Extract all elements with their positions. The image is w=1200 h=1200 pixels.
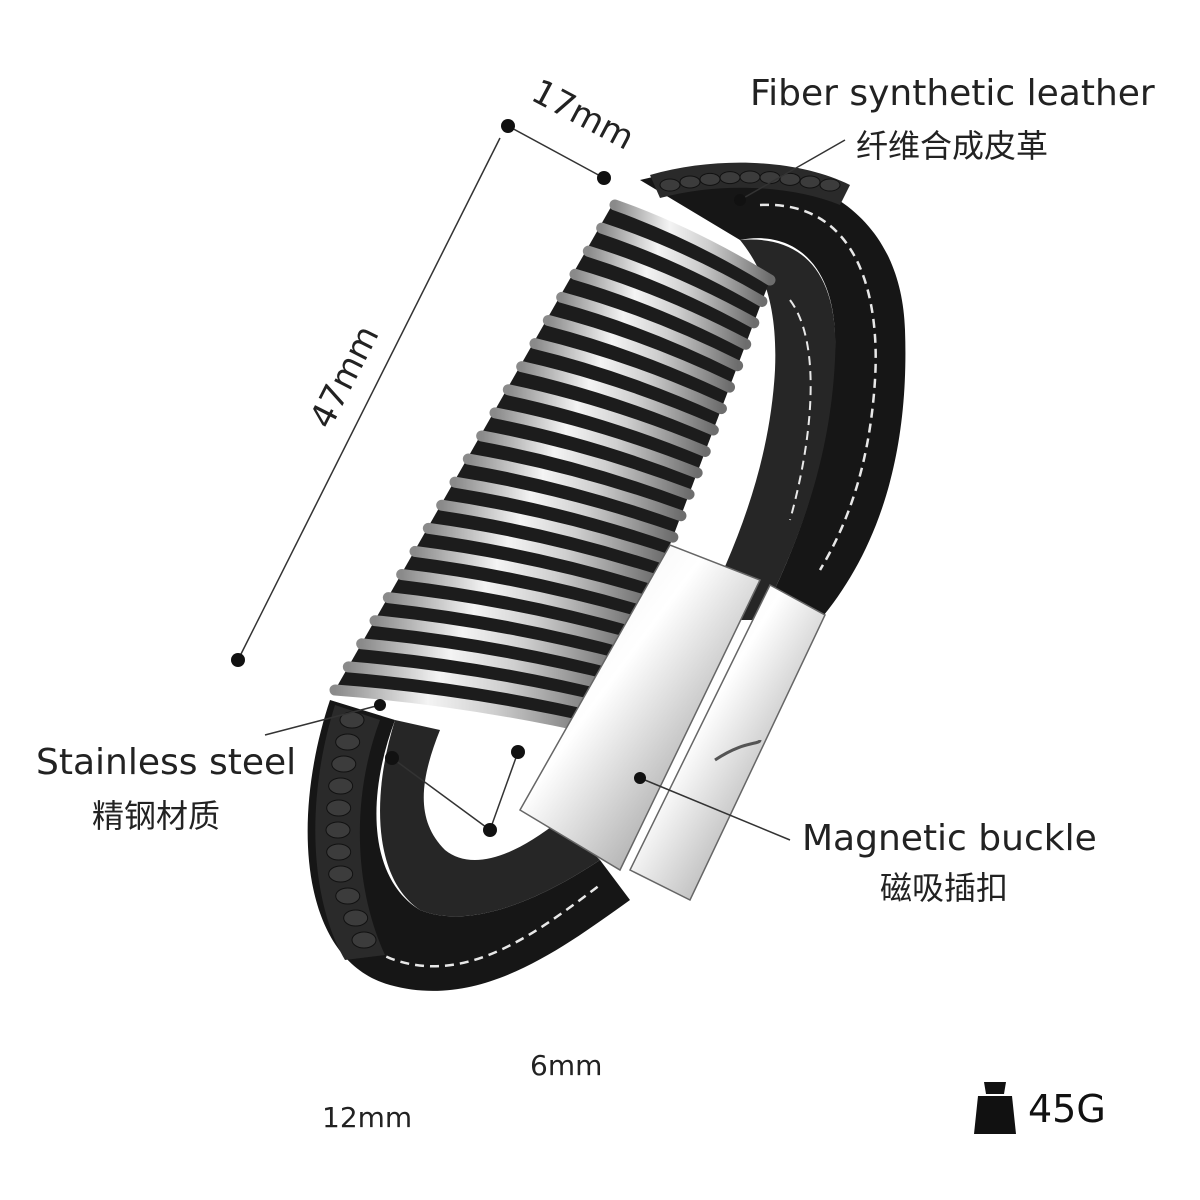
steel-band-strand	[529, 338, 727, 415]
weight-indicator: 45G	[970, 1078, 1150, 1148]
braid-knot	[799, 175, 821, 189]
braid-knot	[819, 178, 841, 192]
leather-band	[640, 169, 906, 620]
dim-band-thickness: 6mm	[530, 1049, 603, 1082]
steel-band-strand	[502, 384, 711, 457]
steel-band-strand	[516, 361, 719, 436]
weight-value: 45G	[1028, 1087, 1106, 1131]
steel-band-strand	[556, 291, 744, 372]
braid-knot	[335, 887, 361, 905]
steel-band-strand	[369, 615, 630, 672]
steel-band-strand	[582, 245, 760, 329]
steel-band-strand	[596, 222, 768, 307]
stitch-inner	[789, 299, 812, 521]
braid-knot	[351, 931, 377, 949]
braid-knot	[759, 171, 781, 185]
braid-knot	[739, 170, 761, 184]
braid-knot	[719, 171, 741, 185]
steel-band-strand	[409, 545, 655, 607]
braid-knot	[699, 172, 721, 186]
steel-band-strand	[489, 407, 703, 479]
magnetic-clasp	[518, 544, 826, 902]
leather-inner	[700, 239, 836, 620]
dim-band-width: 12mm	[322, 1101, 413, 1134]
braid-knot	[659, 178, 681, 192]
leather-label-en: Fiber synthetic leather	[750, 73, 1155, 114]
steel-band-strand	[462, 453, 687, 522]
braid-knot	[779, 172, 801, 186]
braid-knot	[328, 865, 354, 883]
leader-lines	[237, 125, 846, 841]
buckle-label-zh: 磁吸插扣	[880, 869, 1009, 907]
braid-knot	[325, 821, 351, 839]
steel-band-strand	[342, 661, 614, 715]
steel-band-strand	[356, 638, 622, 693]
leather-band-lower	[307, 700, 630, 991]
steel-band-strand	[329, 684, 606, 736]
buckle-label-en: Magnetic buckle	[802, 818, 1097, 859]
steel-band-strand	[542, 314, 736, 393]
dimension-dots	[231, 119, 746, 837]
steel-band-strand	[436, 499, 671, 565]
braid-knot	[331, 755, 357, 773]
braid-bottom	[315, 705, 385, 960]
braid-knot	[343, 909, 369, 927]
steel-label-en: Stainless steel	[36, 742, 297, 783]
leather-label-zh: 纤维合成皮革	[856, 127, 1049, 165]
steel-band-strand	[422, 522, 663, 586]
steel-wrap	[329, 199, 776, 736]
steel-band-strand	[449, 476, 679, 543]
weight-icon	[974, 1082, 1016, 1134]
braid-knot	[326, 843, 352, 861]
braid-knot	[335, 733, 361, 751]
braid-knot	[679, 175, 701, 189]
steel-band-strand	[476, 430, 695, 500]
steel-band-strand	[569, 268, 752, 350]
stitch-upper	[759, 203, 877, 571]
steel-label-zh: 精钢材质	[92, 797, 221, 835]
steel-band-strand	[396, 569, 646, 629]
steel-band-strand	[382, 592, 638, 650]
braid-knot	[328, 777, 354, 795]
leather-inner-lower	[380, 720, 600, 917]
steel-band-strand	[609, 199, 776, 286]
braid-knot	[326, 799, 352, 817]
